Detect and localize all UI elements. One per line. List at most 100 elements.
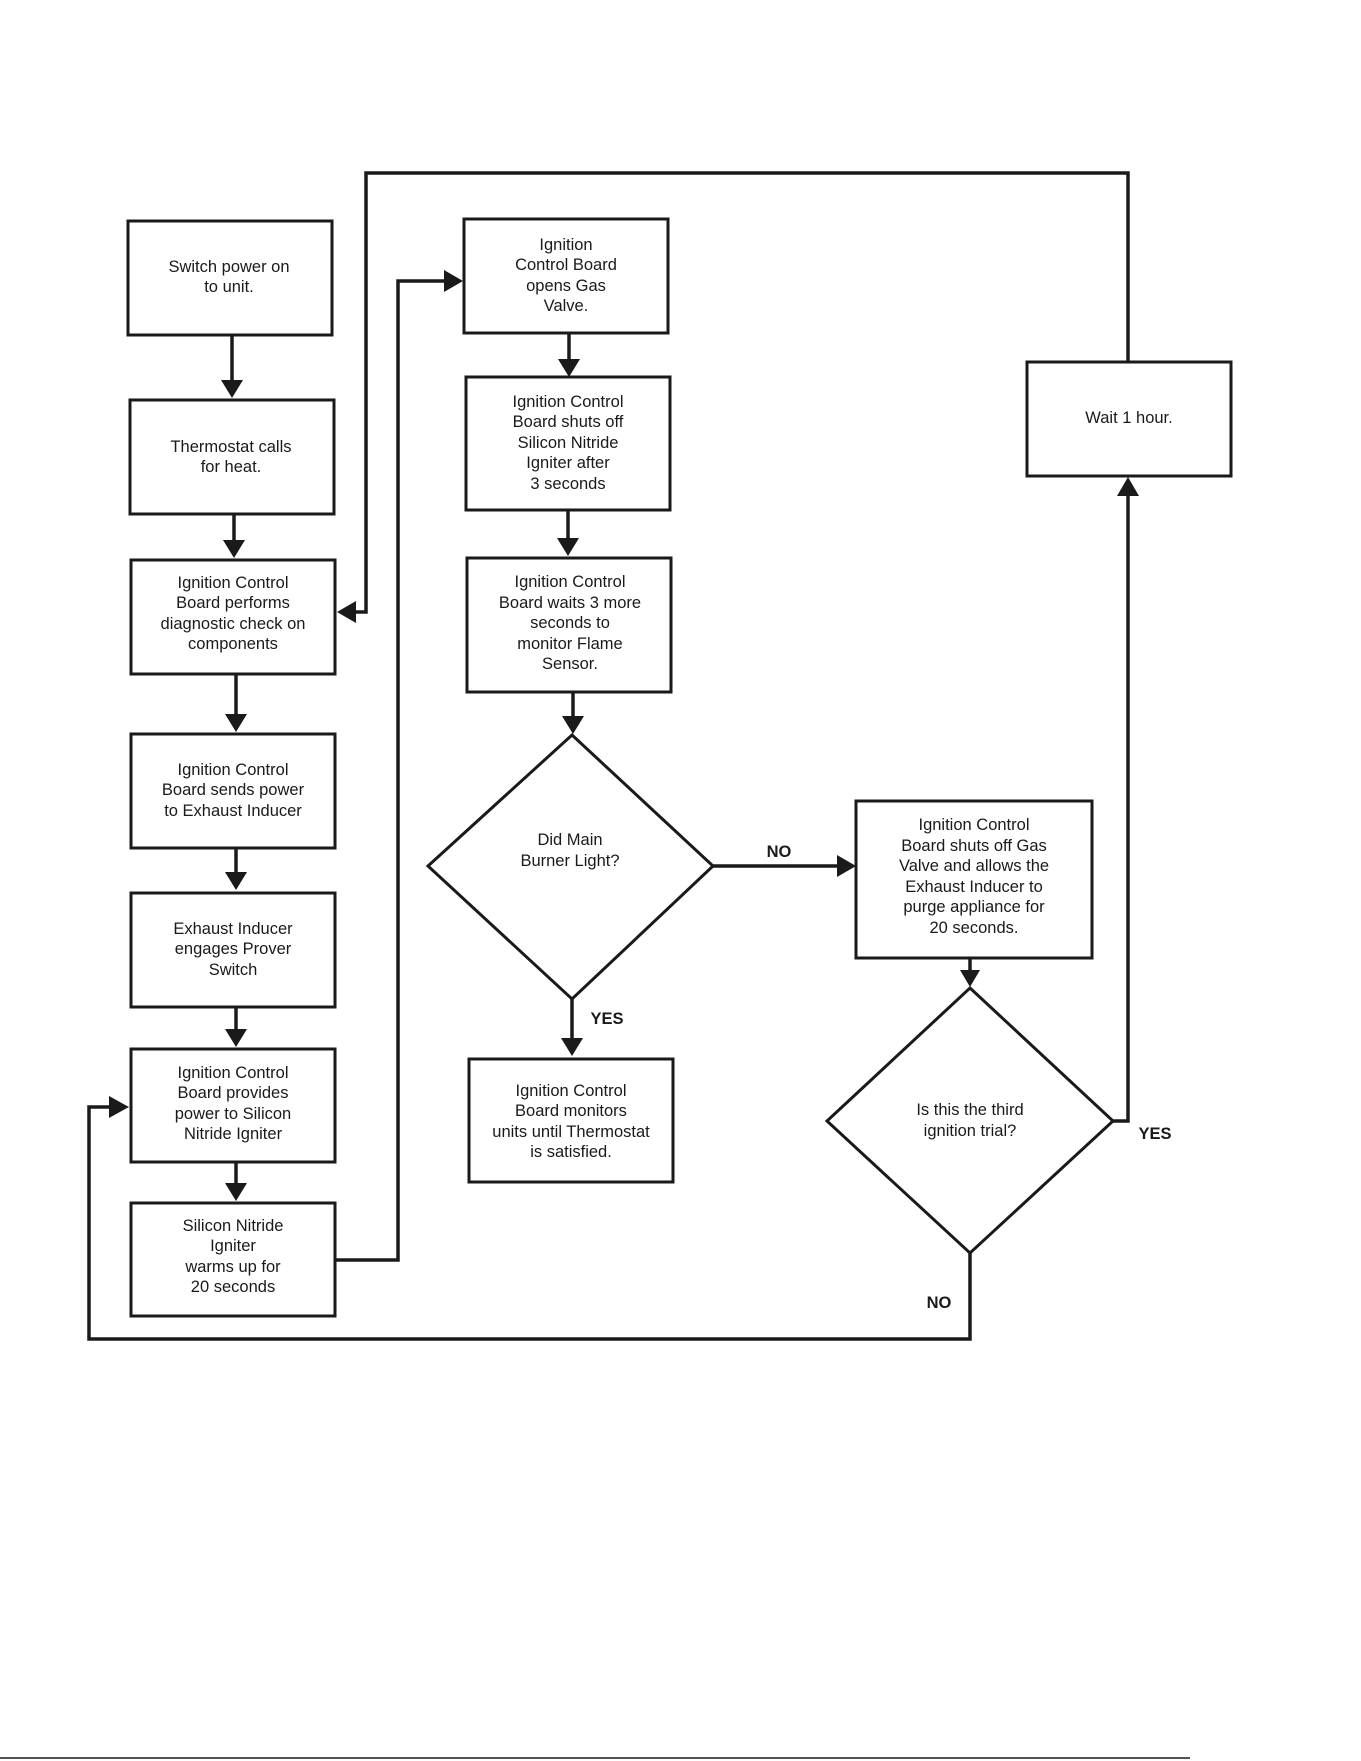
decision-third-trial: Is this the third ignition trial? bbox=[824, 985, 1116, 1256]
node-label-line: Ignition Control bbox=[919, 816, 1030, 834]
node-label-line: Ignition Control bbox=[515, 573, 626, 591]
process-box bbox=[128, 398, 336, 516]
node-label-line: Control Board bbox=[515, 256, 617, 274]
arrowhead bbox=[1117, 477, 1139, 496]
node-label-line: Board monitors bbox=[515, 1102, 627, 1120]
decision-diamond bbox=[824, 985, 1116, 1256]
node-label-line: 3 seconds bbox=[530, 475, 605, 493]
node-label-line: 20 seconds. bbox=[930, 919, 1019, 937]
node-label-line: monitor Flame bbox=[517, 635, 622, 653]
node-label-line: Is this the third bbox=[916, 1101, 1023, 1119]
connectors bbox=[87, 171, 1139, 1341]
decision-diamond bbox=[425, 732, 716, 1002]
connector-trial-yes bbox=[1113, 494, 1130, 1123]
process-box bbox=[129, 1047, 337, 1164]
node-label-line: Silicon Nitride bbox=[183, 1217, 284, 1235]
node-label-line: Ignition Control bbox=[178, 574, 289, 592]
node-label-line: 20 seconds bbox=[191, 1278, 275, 1296]
node-label-line: opens Gas bbox=[526, 277, 606, 295]
process-box bbox=[462, 217, 670, 335]
node-label-line: Silicon Nitride bbox=[518, 434, 619, 452]
edge-label-trial-no: NO bbox=[927, 1294, 952, 1312]
arrowhead bbox=[109, 1096, 129, 1118]
process-box bbox=[464, 375, 672, 512]
arrowhead bbox=[561, 1038, 583, 1056]
edge-label-burner-yes: YES bbox=[590, 1010, 623, 1028]
arrowhead bbox=[444, 270, 463, 292]
node-monitor: Ignition Control Board monitors units un… bbox=[467, 1057, 675, 1184]
node-label-line: Ignition bbox=[539, 236, 592, 254]
connector-warmup-to-open-gas bbox=[334, 279, 446, 1262]
node-label-line: Board performs bbox=[176, 594, 290, 612]
node-label-line: Igniter after bbox=[526, 454, 610, 472]
node-switch-power: Switch power on to unit. bbox=[126, 219, 334, 337]
node-label-line: Switch power on bbox=[168, 258, 289, 276]
edge-label-burner-no: NO bbox=[767, 843, 792, 861]
process-box bbox=[129, 558, 337, 676]
node-label-line: Board sends power bbox=[162, 781, 305, 799]
node-label-line: Did Main bbox=[537, 831, 602, 849]
node-diagnostic: Ignition Control Board performs diagnost… bbox=[129, 558, 337, 676]
arrowhead bbox=[225, 872, 247, 890]
node-label-line: purge appliance for bbox=[903, 898, 1045, 916]
arrowhead bbox=[223, 540, 245, 558]
node-label-line: Valve and allows the bbox=[899, 857, 1049, 875]
connector-wait-hour-to-diagnostic bbox=[354, 171, 1130, 614]
node-label-line: seconds to bbox=[530, 614, 610, 632]
node-label-line: Ignition Control bbox=[178, 1064, 289, 1082]
node-exhaust-power: Ignition Control Board sends power to Ex… bbox=[129, 732, 337, 850]
node-prover: Exhaust Inducer engages Prover Switch bbox=[129, 891, 337, 1009]
process-box bbox=[1025, 360, 1233, 478]
node-label-line: is satisfied. bbox=[530, 1143, 612, 1161]
node-label-line: for heat. bbox=[201, 458, 262, 476]
node-label-line: to Exhaust Inducer bbox=[164, 802, 302, 820]
node-label-line: Nitride Igniter bbox=[184, 1125, 283, 1143]
node-label-line: diagnostic check on bbox=[161, 615, 306, 633]
node-label-line: ignition trial? bbox=[924, 1122, 1017, 1140]
node-label-line: Igniter bbox=[210, 1237, 256, 1255]
node-label-line: Board shuts off Gas bbox=[901, 837, 1047, 855]
decision-burner-light: Did Main Burner Light? bbox=[425, 732, 716, 1002]
process-box bbox=[129, 1201, 337, 1318]
node-label-line: Ignition Control bbox=[178, 761, 289, 779]
node-label-line: Sensor. bbox=[542, 655, 598, 673]
node-label-line: units until Thermostat bbox=[492, 1123, 650, 1141]
node-shut-igniter: Ignition Control Board shuts off Silicon… bbox=[464, 375, 672, 512]
arrowhead bbox=[337, 601, 356, 623]
process-box bbox=[465, 556, 673, 694]
arrowhead bbox=[562, 716, 584, 734]
node-label-line: to unit. bbox=[204, 278, 254, 296]
arrowhead bbox=[225, 1183, 247, 1201]
process-box bbox=[126, 219, 334, 337]
node-wait-hour: Wait 1 hour. bbox=[1025, 360, 1233, 478]
node-purge: Ignition Control Board shuts off Gas Val… bbox=[854, 799, 1094, 960]
node-label-line: power to Silicon bbox=[175, 1105, 291, 1123]
connector-trial-no bbox=[87, 1105, 972, 1341]
node-open-gas: Ignition Control Board opens Gas Valve. bbox=[462, 217, 670, 335]
node-wait-sensor: Ignition Control Board waits 3 more seco… bbox=[465, 556, 673, 694]
node-label-line: engages Prover bbox=[175, 940, 292, 958]
node-label-line: Exhaust Inducer to bbox=[905, 878, 1043, 896]
node-label-line: components bbox=[188, 635, 278, 653]
node-igniter-power: Ignition Control Board provides power to… bbox=[129, 1047, 337, 1164]
node-label-line: Board shuts off bbox=[513, 413, 624, 431]
process-box bbox=[467, 1057, 675, 1184]
arrowhead bbox=[221, 380, 243, 398]
process-box bbox=[129, 891, 337, 1009]
node-label-line: Board waits 3 more bbox=[499, 594, 641, 612]
arrowhead bbox=[558, 359, 580, 377]
arrowhead bbox=[837, 855, 856, 877]
arrowhead bbox=[557, 538, 579, 556]
arrowhead bbox=[225, 714, 247, 732]
node-label-line: Exhaust Inducer bbox=[173, 920, 293, 938]
node-thermostat: Thermostat calls for heat. bbox=[128, 398, 336, 516]
node-label-line: Burner Light? bbox=[520, 852, 619, 870]
node-label-line: Thermostat calls bbox=[170, 438, 291, 456]
node-label-line: Switch bbox=[209, 961, 258, 979]
arrowhead bbox=[225, 1029, 247, 1047]
process-box bbox=[129, 732, 337, 850]
node-label-line: Wait 1 hour. bbox=[1085, 409, 1172, 427]
node-warmup: Silicon Nitride Igniter warms up for 20 … bbox=[129, 1201, 337, 1318]
node-label-line: Ignition Control bbox=[513, 393, 624, 411]
